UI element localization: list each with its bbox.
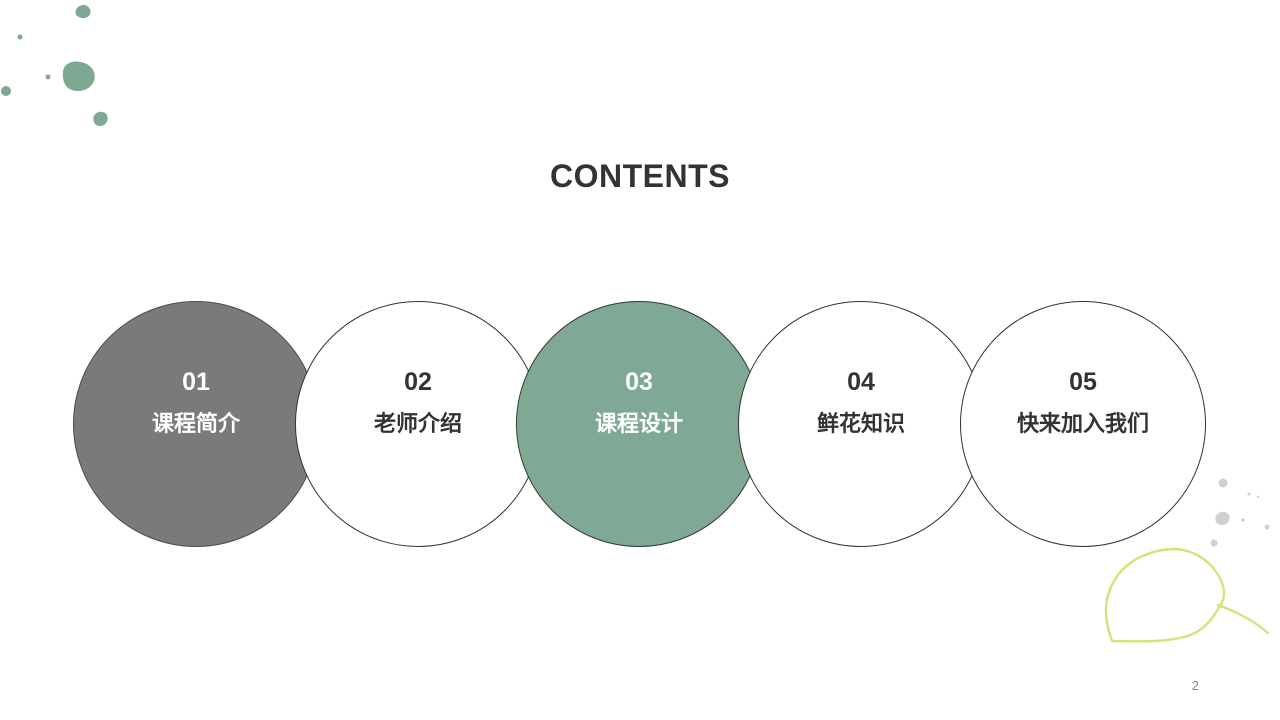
toc-item-03[interactable]: 03 课程设计 (516, 301, 762, 547)
toc-item-04[interactable]: 04 鲜花知识 (738, 301, 984, 547)
leaf-outline-icon (1104, 547, 1270, 643)
toc-item-02[interactable]: 02 老师介绍 (295, 301, 541, 547)
page-number: 2 (1191, 678, 1199, 693)
toc-item-label: 鲜花知识 (816, 412, 905, 437)
toc-item-number: 05 (1069, 368, 1097, 396)
toc-item-label: 老师介绍 (373, 412, 462, 437)
toc-item-05[interactable]: 05 快来加入我们 (960, 301, 1206, 547)
toc-item-number: 03 (625, 368, 653, 396)
toc-item-01[interactable]: 01 课程简介 (73, 301, 319, 547)
toc-item-label: 课程设计 (594, 412, 683, 437)
toc-item-number: 04 (847, 368, 875, 396)
gray-splatter-decoration (1210, 478, 1270, 547)
slide-title: CONTENTS (550, 158, 730, 194)
toc-item-label: 课程简介 (151, 412, 240, 437)
toc-item-number: 02 (404, 368, 432, 396)
toc-item-number: 01 (182, 368, 210, 396)
toc-item-label: 快来加入我们 (1016, 412, 1149, 437)
green-splatter-decoration (1, 4, 108, 126)
